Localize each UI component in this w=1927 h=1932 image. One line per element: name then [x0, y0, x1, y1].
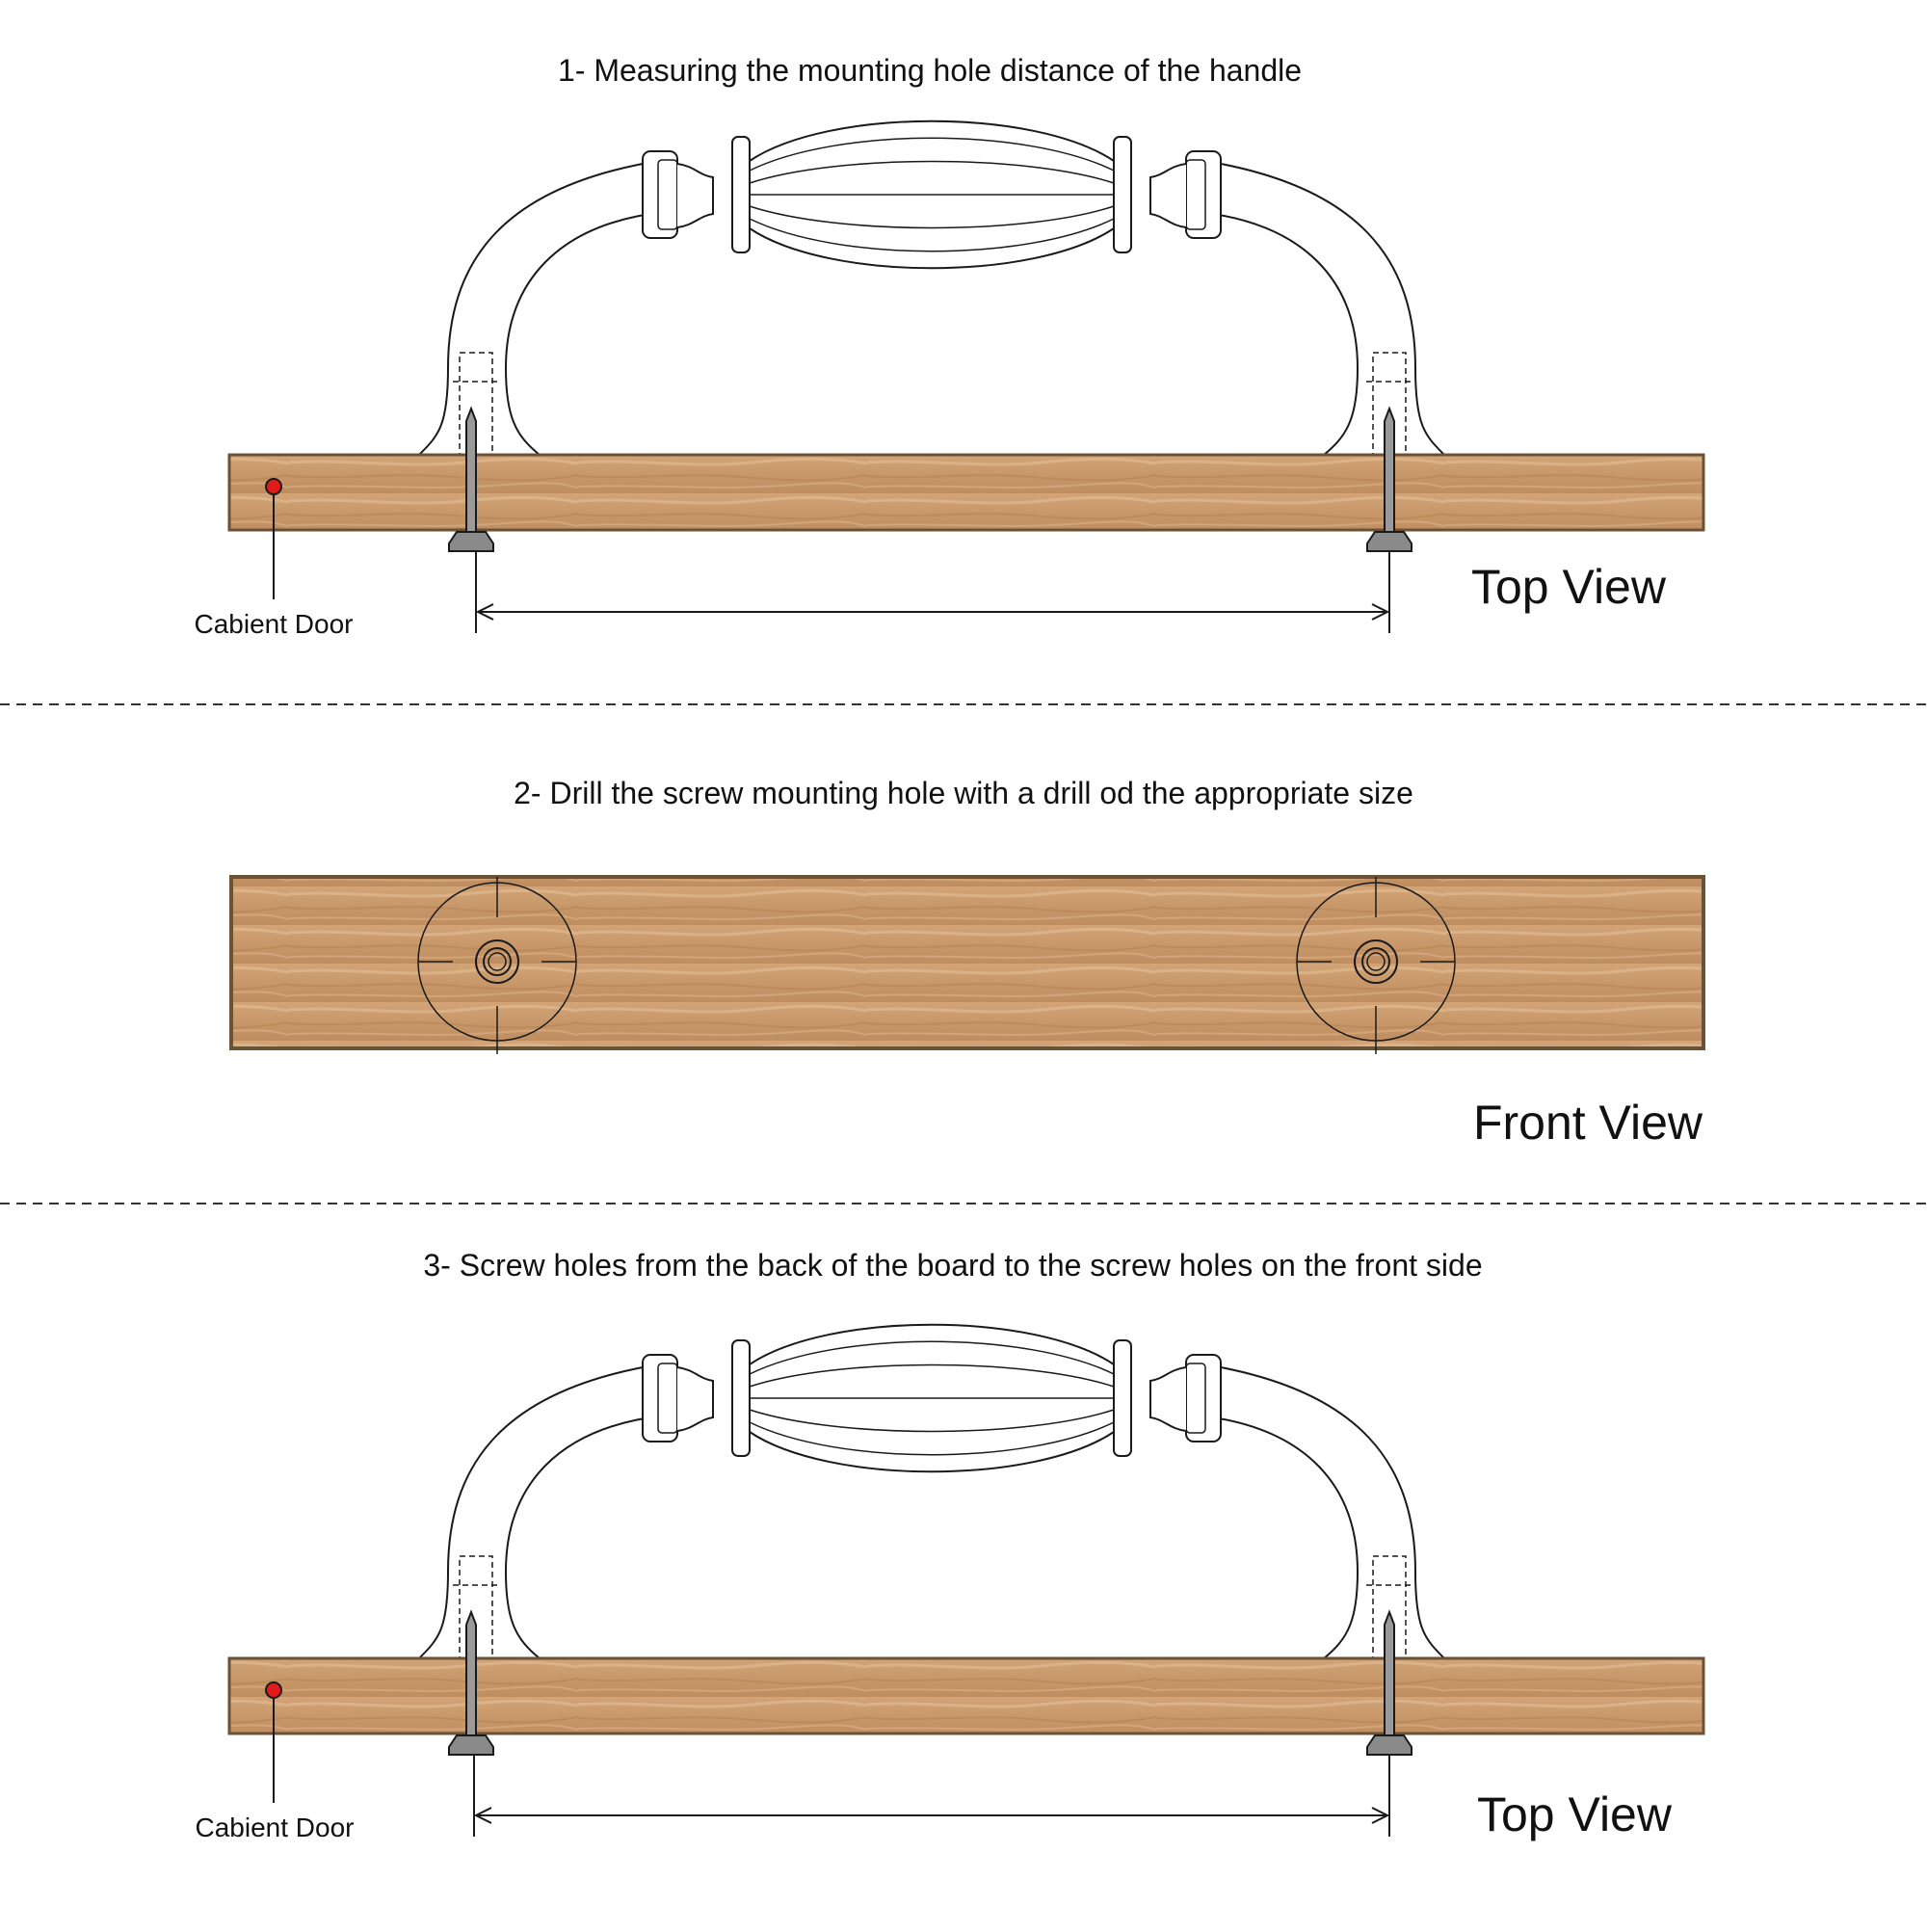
- cabinet-handle-icon: [389, 119, 1474, 481]
- callout-dot: [265, 1681, 282, 1699]
- step-2-title: 2- Drill the screw mounting hole with a …: [514, 776, 1413, 810]
- cabinet-door-board: [227, 1656, 1705, 1735]
- view-label-front: Front View: [1473, 1096, 1703, 1150]
- callout-label-cabinet-door: Cabient Door: [196, 1813, 355, 1842]
- view-label-top: Top View: [1477, 1787, 1673, 1841]
- cabinet-handle-icon: [389, 1323, 1474, 1684]
- callout-label-cabinet-door: Cabient Door: [195, 609, 354, 639]
- drill-hole-icon: [1296, 877, 1456, 1054]
- step-2-drawing: [229, 875, 1705, 1054]
- drill-hole-icon: [417, 877, 577, 1054]
- callout-dot: [265, 478, 282, 495]
- cabinet-door-board: [227, 453, 1705, 532]
- step-3-title: 3- Screw holes from the back of the boar…: [423, 1248, 1482, 1283]
- cabinet-door-front: [229, 875, 1705, 1050]
- step-1-drawing: [227, 119, 1705, 633]
- step-1-title: 1- Measuring the mounting hole distance …: [558, 53, 1302, 88]
- step-3-drawing: [227, 1323, 1705, 1837]
- view-label-top: Top View: [1471, 560, 1667, 614]
